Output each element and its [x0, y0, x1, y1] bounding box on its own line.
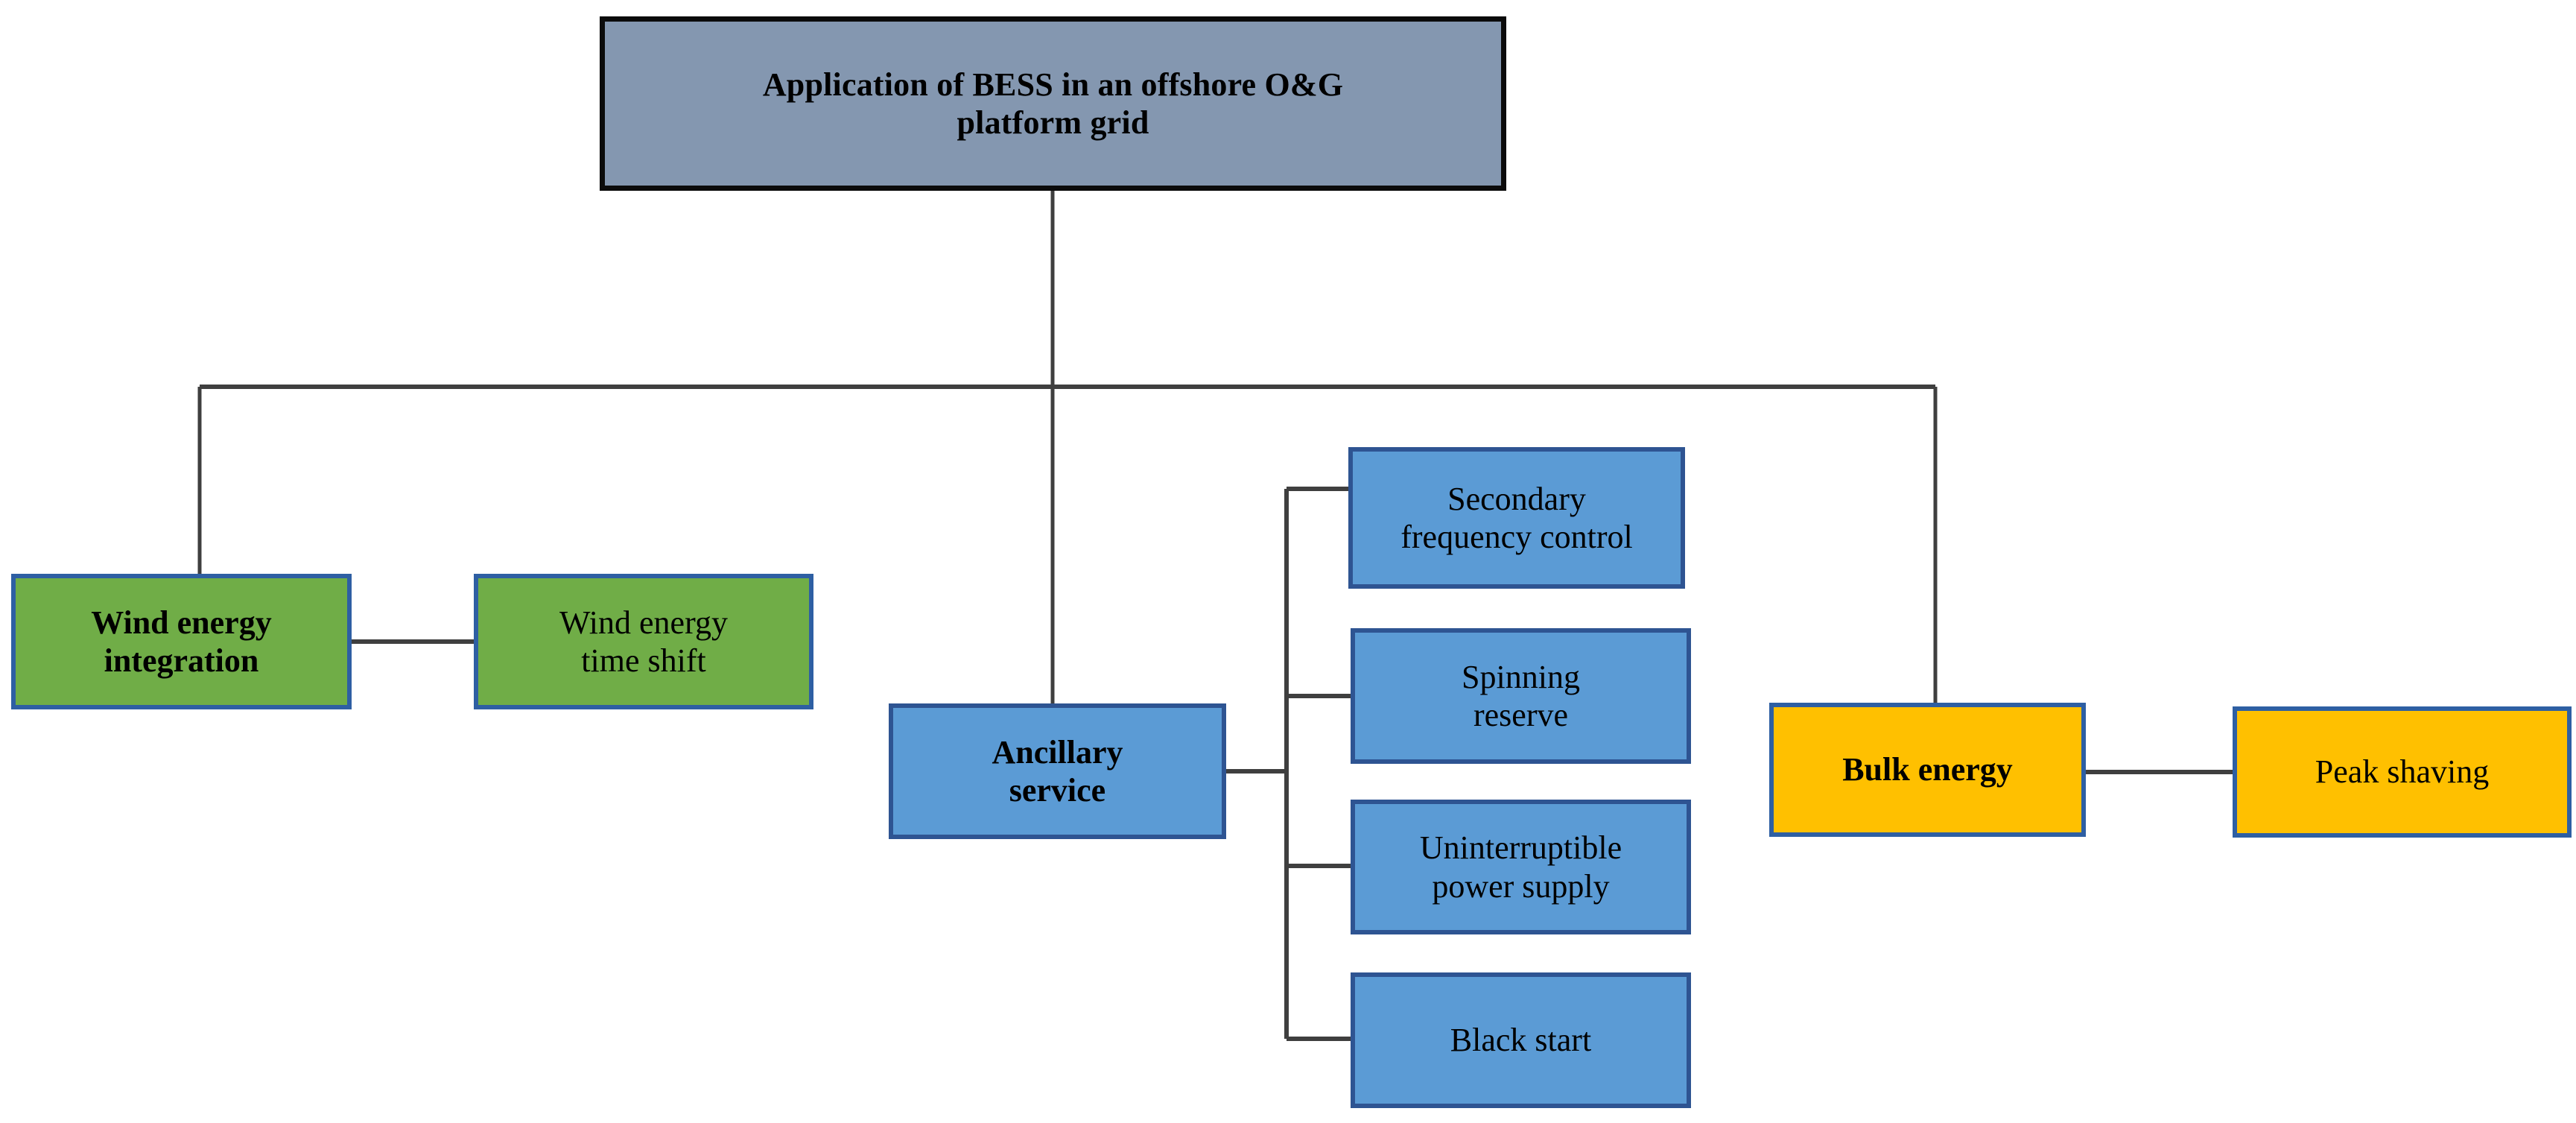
- node-wind-energy-integration[interactable]: Wind energy integration: [11, 574, 352, 709]
- node-root[interactable]: Application of BESS in an offshore O&G p…: [600, 16, 1506, 191]
- node-wind-energy-time-shift[interactable]: Wind energy time shift: [474, 574, 813, 709]
- node-secondary-frequency-control[interactable]: Secondary frequency control: [1348, 447, 1685, 589]
- node-spinning-reserve[interactable]: Spinning reserve: [1351, 628, 1691, 764]
- node-ancillary-service[interactable]: Ancillary service: [889, 703, 1226, 839]
- node-peak-shaving[interactable]: Peak shaving: [2233, 706, 2572, 838]
- node-uninterruptible-power-supply[interactable]: Uninterruptible power supply: [1351, 800, 1691, 934]
- node-bulk-energy[interactable]: Bulk energy: [1769, 703, 2086, 837]
- node-black-start[interactable]: Black start: [1351, 972, 1691, 1108]
